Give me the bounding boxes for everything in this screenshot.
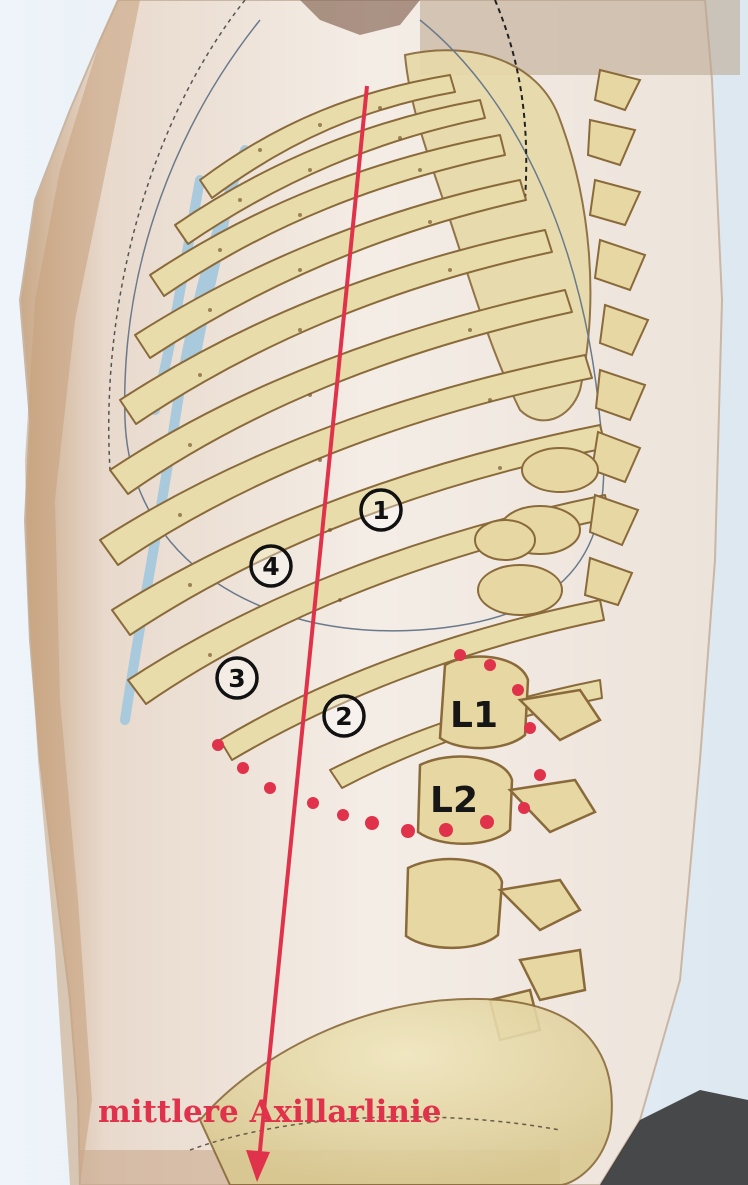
marker-4: 4	[251, 546, 291, 586]
marker-2-label: 2	[335, 702, 352, 731]
marker-2: 2	[324, 696, 364, 736]
marker-3: 3	[217, 658, 257, 698]
marker-4-label: 4	[262, 552, 279, 581]
vertebra-l1-label: L1	[450, 695, 498, 736]
marker-3-label: 3	[228, 664, 245, 693]
marker-1: 1	[361, 490, 401, 530]
vertebra-l2-label: L2	[430, 780, 478, 821]
mid-axillary-caption: mittlere Axillarlinie	[98, 1094, 441, 1130]
marker-1-label: 1	[372, 496, 389, 525]
